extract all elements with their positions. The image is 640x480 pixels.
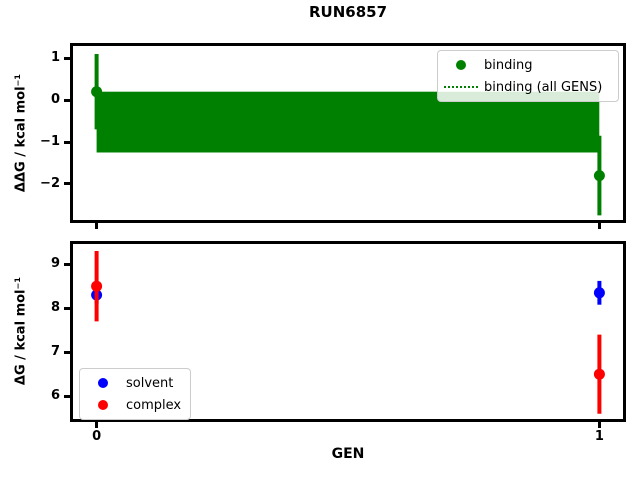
x-tick [597,223,601,229]
y-tick [64,140,70,144]
y-tick [64,182,70,186]
legend-item-binding: binding [438,54,618,76]
point-complex [91,280,103,292]
legend-item-binding-all-gens: binding (all GENS) [438,76,618,98]
x-tick [95,223,99,229]
y-tick [64,56,70,60]
chart-title: RUN6857 [308,3,388,21]
complex-dot-icon [98,400,108,410]
legend-label-complex: complex [126,397,182,413]
x-tick-label: 0 [92,429,102,444]
y-tick [64,98,70,102]
y-tick [64,262,70,266]
y-tick-label: 8 [50,300,60,316]
solvent-dot-icon [98,378,108,388]
bottom-subplot [70,241,626,422]
legend-item-complex: complex [80,394,190,416]
y-tick-label: 0 [50,92,60,108]
x-tick [95,422,99,428]
bottom-plot-area [91,251,605,414]
binding-all-gens-dotted-line-icon [444,86,478,88]
point-binding [593,170,605,182]
y-tick-label: 7 [50,344,60,360]
point-complex [593,368,605,380]
x-tick [597,422,601,428]
y-tick [64,394,70,398]
legend-swatch-cell [80,378,126,388]
y-tick [64,306,70,310]
legend-label-solvent: solvent [126,375,174,391]
legend-label-binding: binding [484,57,533,73]
bottom-legend: solvent complex [79,368,191,420]
y-tick-label: −1 [40,134,60,149]
y-tick [64,350,70,354]
point-solvent [593,287,605,299]
x-tick-label: 1 [594,429,604,444]
y-tick-label: −2 [40,175,60,191]
y-tick-label: 9 [50,256,60,272]
point-binding [91,86,103,98]
top-legend: binding binding (all GENS) [437,50,619,102]
legend-swatch-cell [80,400,126,410]
bottom-y-axis-label: ΔG / kcal mol⁻¹ [13,276,29,386]
legend-label-binding-all-gens: binding (all GENS) [484,79,603,95]
legend-swatch-cell [438,86,484,88]
y-tick-label: 1 [50,50,60,66]
y-tick-label: 6 [50,388,60,404]
legend-swatch-cell [438,60,484,70]
binding-dot-icon [456,60,466,70]
legend-item-solvent: solvent [80,372,190,394]
x-axis-label: GEN [331,446,365,462]
